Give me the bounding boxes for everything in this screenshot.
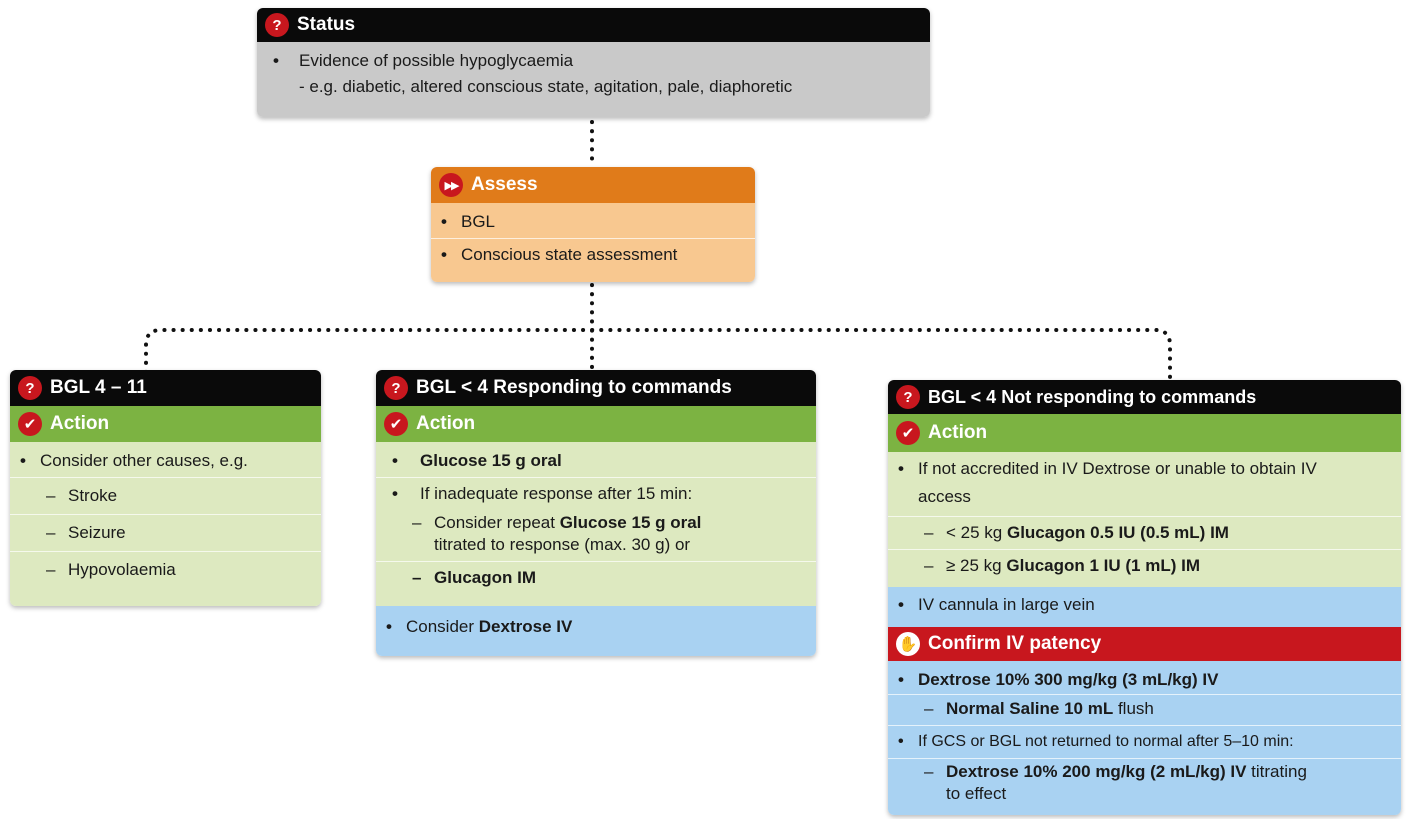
question-icon: ? <box>265 13 289 37</box>
status-line-1: Evidence of possible hypoglycaemia <box>299 51 574 70</box>
status-title: Status <box>297 14 356 35</box>
confirm-iv-header: ✋ Confirm IV patency <box>888 627 1401 661</box>
status-box: ? Status • Evidence of possible hypoglyc… <box>257 8 930 117</box>
right-gcs-item: •If GCS or BGL not returned to normal af… <box>888 726 1401 759</box>
left-subitem: –Seizure <box>10 515 321 552</box>
right-saline-item: –Normal Saline 10 mL flush <box>888 695 1401 726</box>
middle-branch-header: ? BGL < 4 Responding to commands <box>376 370 816 406</box>
assess-item: •BGL <box>431 206 755 239</box>
middle-consider-item: •Consider Dextrose IV <box>386 617 573 636</box>
middle-repeat-item: – Consider repeat Glucose 15 g oral titr… <box>376 510 816 562</box>
question-icon: ? <box>384 376 408 400</box>
right-iv-body: •IV cannula in large vein <box>888 587 1401 627</box>
left-action-body: •Consider other causes, e.g. –Stroke –Se… <box>10 442 321 606</box>
right-branch-title: BGL < 4 Not responding to commands <box>928 386 1257 407</box>
left-action-header: ✔ Action <box>10 406 321 442</box>
status-line-2: - e.g. diabetic, altered conscious state… <box>299 77 793 96</box>
left-item: •Consider other causes, e.g. <box>10 445 321 478</box>
left-action-title: Action <box>50 413 110 434</box>
checkmark-icon: ✔ <box>384 412 408 436</box>
right-branch-box: ? BGL < 4 Not responding to commands ✔ A… <box>888 380 1401 815</box>
status-header: ? Status <box>257 8 930 42</box>
right-dextrose300-item: •Dextrose 10% 300 mg/kg (3 mL/kg) IV <box>888 664 1401 695</box>
question-icon: ? <box>896 385 920 409</box>
right-dose-item: –< 25 kg Glucagon 0.5 IU (0.5 mL) IM <box>888 517 1401 550</box>
left-branch-title: BGL 4 – 11 <box>50 377 147 398</box>
middle-branch-box: ? BGL < 4 Responding to commands ✔ Actio… <box>376 370 816 656</box>
right-iv-cannula-item: •IV cannula in large vein <box>898 595 1095 614</box>
left-subitem: –Hypovolaemia <box>46 560 176 579</box>
assess-item: •Conscious state assessment <box>441 245 678 264</box>
middle-branch-title: BGL < 4 Responding to commands <box>416 377 732 398</box>
assess-body: •BGL •Conscious state assessment <box>431 203 755 282</box>
assess-header: ▶▶ Assess <box>431 167 755 203</box>
question-icon: ? <box>18 376 42 400</box>
right-action-header: ✔ Action <box>888 414 1401 452</box>
middle-action-title: Action <box>416 413 476 434</box>
middle-dextrose-body: •Consider Dextrose IV <box>376 606 816 656</box>
right-action-body: • If not accredited in IV Dextrose or un… <box>888 452 1401 587</box>
confirm-iv-title: Confirm IV patency <box>928 633 1102 654</box>
right-dextrose200-item: – Dextrose 10% 200 mg/kg (2 mL/kg) IV ti… <box>924 762 1307 803</box>
middle-inadequate-item: •If inadequate response after 15 min: <box>392 484 693 503</box>
middle-glucagon-item: –Glucagon IM <box>412 568 536 587</box>
left-subitem: –Stroke <box>10 478 321 515</box>
middle-glucose-item: •Glucose 15 g oral <box>376 445 816 478</box>
checkmark-icon: ✔ <box>896 421 920 445</box>
checkmark-icon: ✔ <box>18 412 42 436</box>
right-dose-item: –≥ 25 kg Glucagon 1 IU (1 mL) IM <box>924 556 1200 575</box>
middle-action-header: ✔ Action <box>376 406 816 442</box>
assess-box: ▶▶ Assess •BGL •Conscious state assessme… <box>431 167 755 282</box>
right-branch-header: ? BGL < 4 Not responding to commands <box>888 380 1401 414</box>
right-dextrose-body: •Dextrose 10% 300 mg/kg (3 mL/kg) IV –No… <box>888 661 1401 815</box>
left-branch-header: ? BGL 4 – 11 <box>10 370 321 406</box>
right-not-accredited-item: • If not accredited in IV Dextrose or un… <box>888 455 1401 517</box>
hand-stop-icon: ✋ <box>896 632 920 656</box>
fast-forward-icon: ▶▶ <box>439 173 463 197</box>
assess-title: Assess <box>471 174 538 195</box>
right-action-title: Action <box>928 422 988 443</box>
middle-action-body: •Glucose 15 g oral •If inadequate respon… <box>376 442 816 606</box>
left-branch-box: ? BGL 4 – 11 ✔ Action •Consider other ca… <box>10 370 321 606</box>
status-body: • Evidence of possible hypoglycaemia - e… <box>257 42 930 117</box>
